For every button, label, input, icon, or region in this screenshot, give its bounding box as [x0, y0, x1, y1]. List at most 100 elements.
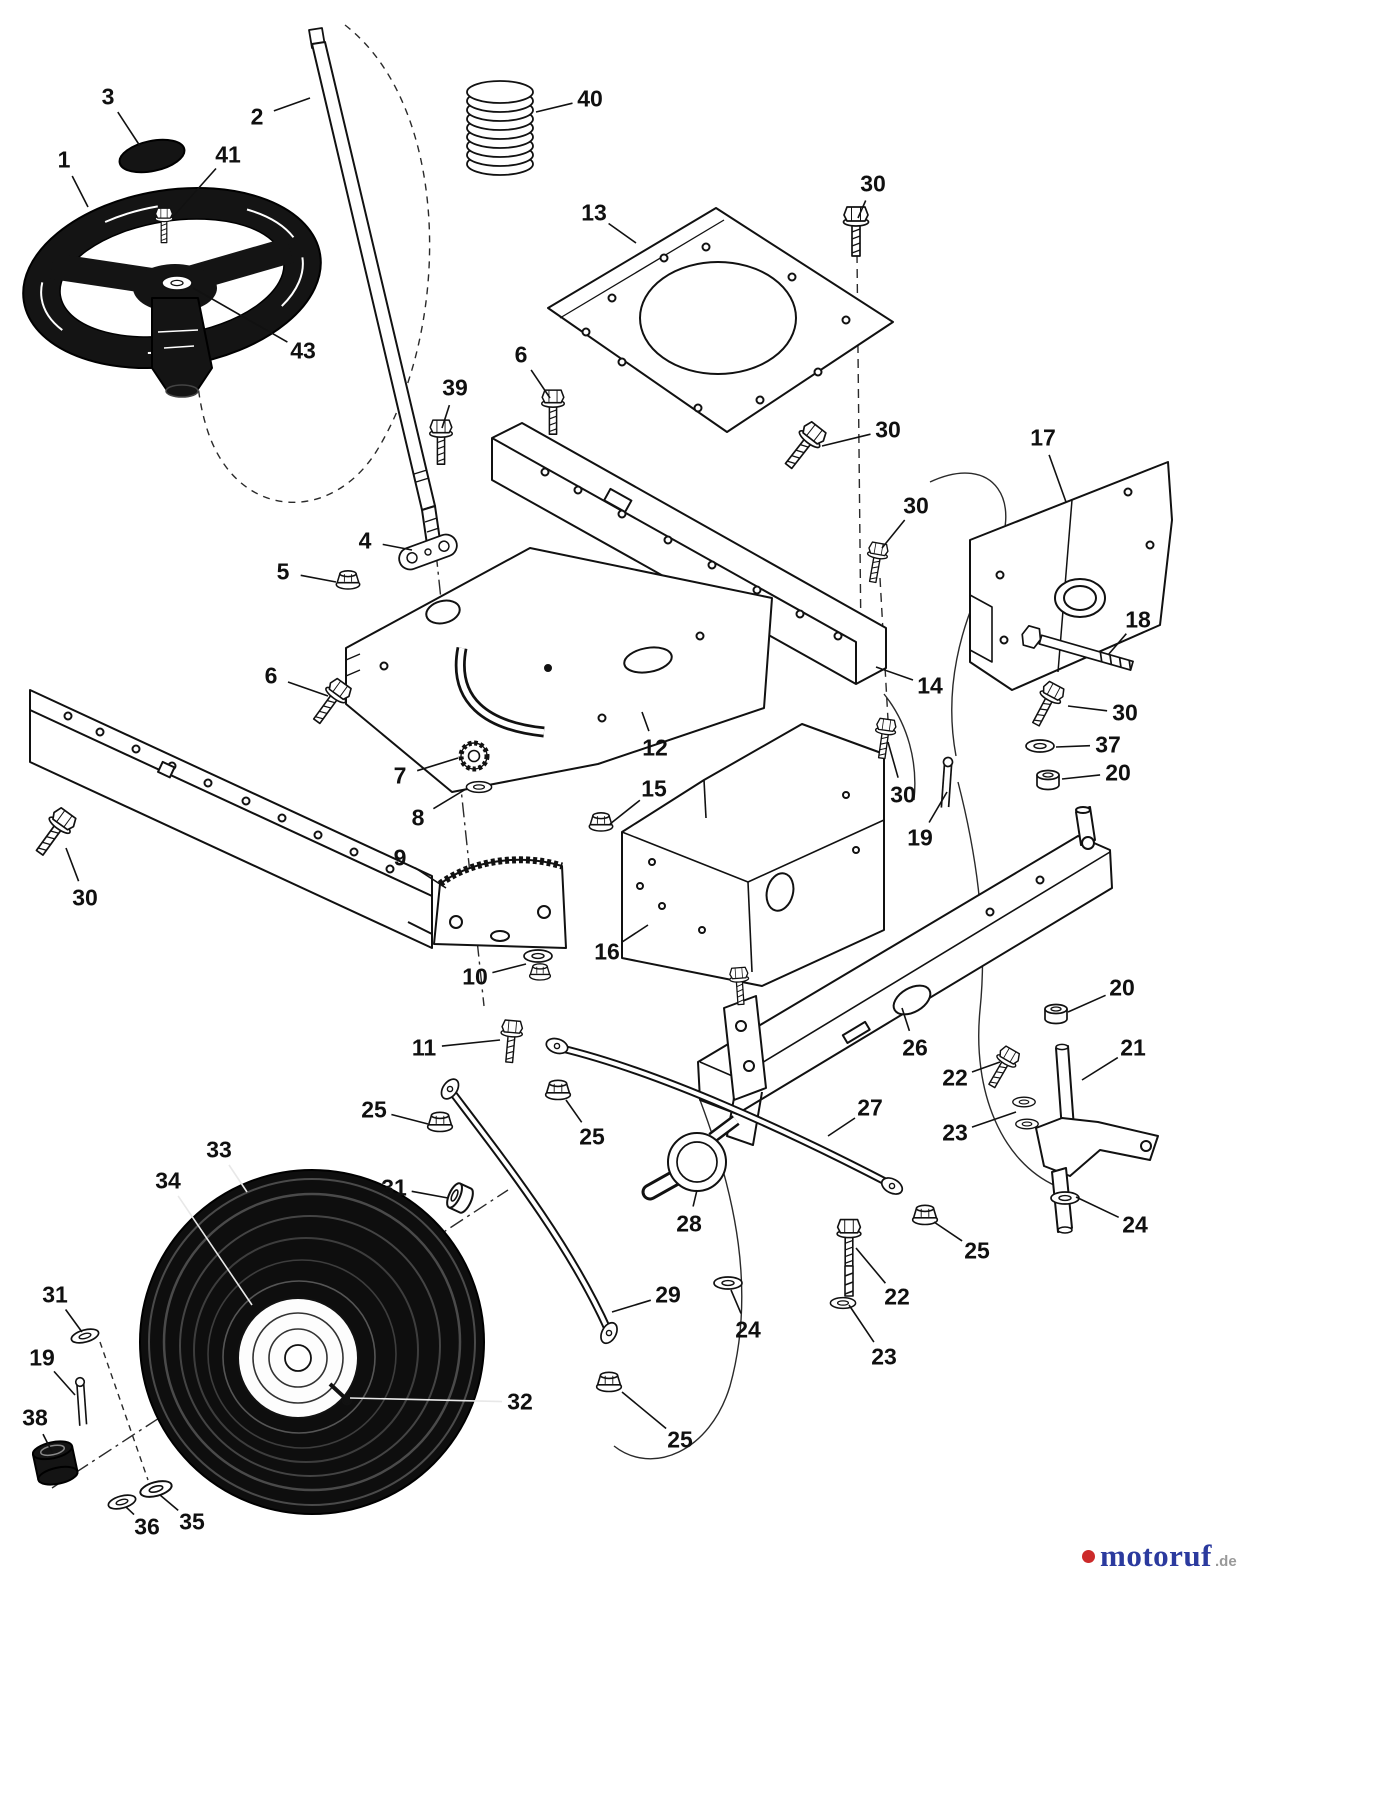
leader-line-7 — [416, 757, 459, 772]
leader-line-19 — [53, 1370, 76, 1396]
nut-25 — [426, 1111, 454, 1133]
part-label-11: 11 — [411, 1034, 437, 1061]
front-wheel — [139, 1169, 485, 1515]
leader-line-13 — [608, 222, 637, 244]
part-label-5: 5 — [276, 558, 290, 585]
tie-rod-long — [545, 1037, 904, 1195]
part-label-26: 26 — [902, 1034, 928, 1061]
part-label-6: 6 — [264, 662, 278, 689]
leader-line-26 — [901, 1007, 911, 1032]
leader-line-38 — [42, 1433, 53, 1453]
washer-10 — [523, 949, 553, 963]
part-label-31: 31 — [42, 1281, 68, 1308]
washer-24 — [1050, 1191, 1080, 1205]
bolt-30 — [1025, 679, 1068, 731]
part-label-37: 37 — [1095, 731, 1121, 758]
part-label-29: 29 — [655, 1281, 681, 1308]
part-label-35: 35 — [179, 1508, 205, 1535]
part-label-16: 16 — [594, 938, 620, 965]
part-label-30: 30 — [875, 416, 901, 443]
bolt-22 — [981, 1043, 1023, 1093]
leader-line-35 — [159, 1494, 179, 1512]
part-label-13: 13 — [581, 199, 607, 226]
part-label-25: 25 — [964, 1237, 990, 1264]
part-label-28: 28 — [676, 1210, 702, 1237]
front-axle — [697, 806, 1113, 1115]
leader-line-39 — [441, 404, 451, 429]
frame-rail-right — [491, 422, 887, 685]
seat-plate — [547, 207, 894, 433]
bushing-20 — [1036, 769, 1060, 791]
leader-line-30 — [887, 741, 899, 778]
leader-line-24 — [730, 1289, 742, 1314]
part-label-30: 30 — [72, 884, 98, 911]
nut-15 — [588, 811, 614, 832]
leader-line-25 — [933, 1221, 963, 1242]
leader-line-8 — [432, 788, 467, 810]
steering-cap — [118, 138, 186, 174]
part-label-22: 22 — [942, 1064, 968, 1091]
part-label-43: 43 — [290, 337, 316, 364]
part-label-30: 30 — [1112, 699, 1138, 726]
part-label-34: 34 — [155, 1167, 181, 1194]
leader-line-29 — [611, 1299, 652, 1313]
steering-wheel-washer — [161, 275, 193, 291]
part-label-25: 25 — [579, 1123, 605, 1150]
leader-line-18 — [1107, 633, 1127, 656]
bolt-30 — [28, 804, 80, 862]
part-label-19: 19 — [29, 1344, 55, 1371]
shaft-coupler — [398, 533, 458, 571]
part-label-25: 25 — [361, 1096, 387, 1123]
leader-line-30 — [65, 847, 80, 882]
part-label-30: 30 — [890, 781, 916, 808]
washer-37 — [1025, 739, 1055, 753]
fasteners — [28, 206, 1134, 1393]
axle-shaft — [641, 1115, 740, 1201]
leader-line-2 — [273, 97, 311, 112]
nut-25 — [595, 1371, 623, 1393]
part-label-6: 6 — [514, 341, 528, 368]
leader-line-41 — [171, 167, 217, 219]
washer-23 — [1011, 1096, 1036, 1108]
leader-line-5 — [300, 574, 337, 583]
part-label-36: 36 — [134, 1513, 160, 1540]
leader-line-31 — [411, 1190, 449, 1199]
part-label-23: 23 — [871, 1343, 897, 1370]
nut-25 — [911, 1204, 939, 1226]
dash-lower-panel — [621, 723, 885, 987]
part-label-30: 30 — [860, 170, 886, 197]
part-label-8: 8 — [411, 804, 425, 831]
bolt-6 — [540, 389, 566, 436]
cotter-pin-19 — [933, 755, 960, 811]
part-label-10: 10 — [462, 963, 488, 990]
leader-line-12 — [641, 711, 650, 732]
part-label-39: 39 — [442, 374, 468, 401]
leader-line-30 — [857, 200, 867, 219]
nut-10 — [528, 963, 552, 981]
part-label-19: 19 — [907, 824, 933, 851]
leader-line-6 — [530, 369, 551, 399]
part-label-3: 3 — [101, 83, 115, 110]
leader-line-32 — [349, 1397, 503, 1403]
watermark-logo[interactable]: motoruf.de — [1082, 1538, 1237, 1574]
bolt-22-thread — [844, 1265, 854, 1297]
part-label-22: 22 — [884, 1283, 910, 1310]
leader-line-34 — [177, 1195, 253, 1306]
leader-line-14 — [875, 666, 914, 681]
part-label-14: 14 — [917, 672, 943, 699]
part-label-27: 27 — [857, 1094, 883, 1121]
leader-line-30 — [881, 519, 906, 549]
part-label-21: 21 — [1120, 1034, 1146, 1061]
bolt-18 — [1021, 624, 1134, 671]
leader-line-21 — [1081, 1056, 1119, 1081]
part-label-9: 9 — [393, 844, 407, 871]
bolt-30 — [862, 540, 891, 585]
leader-lines — [42, 97, 1127, 1516]
leader-line-37 — [1055, 744, 1091, 748]
leader-line-22 — [971, 1061, 1001, 1073]
leader-line-24 — [1075, 1196, 1120, 1219]
parts — [22, 27, 1173, 1515]
part-label-25: 25 — [667, 1426, 693, 1453]
steering-shaft — [308, 27, 444, 560]
